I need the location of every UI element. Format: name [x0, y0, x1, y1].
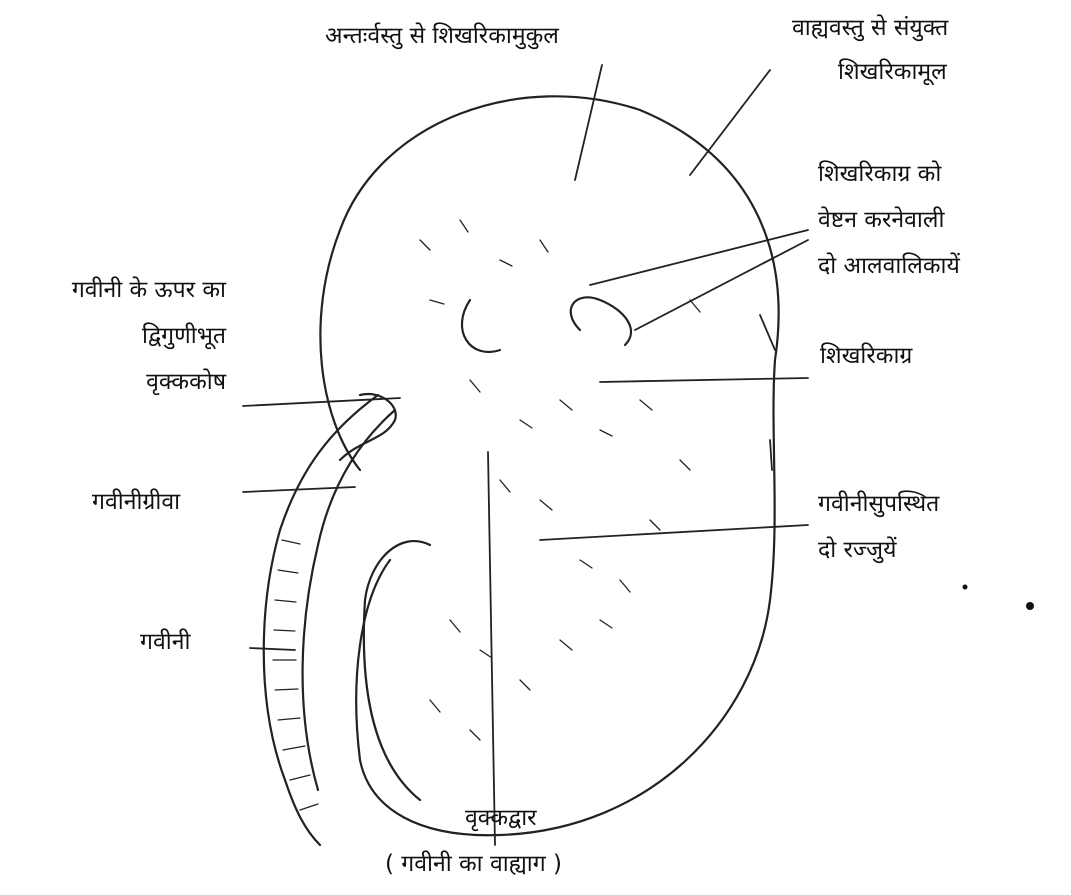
renal-sinus-outline — [364, 541, 430, 800]
label-right-3-line2: दो रज्जुयें — [818, 536, 896, 564]
right-tick-2 — [770, 440, 772, 470]
label-left-1-line1: गवीनी के ऊपर का — [10, 276, 226, 304]
ureter-inner — [303, 410, 395, 790]
leader-top-center — [575, 65, 602, 180]
leader-left-1 — [243, 398, 400, 406]
label-bottom-line1: वृक्कद्वार — [465, 804, 537, 832]
label-top-right-line2: शिखरिकामूल — [838, 58, 947, 86]
label-right-3-line1: गवीनीसुपस्थित — [818, 490, 939, 518]
label-right-1-line3: दो आलवालिकायें — [818, 252, 960, 280]
label-top-center: अन्तःर्वस्तु से शिखरिकामुकुल — [325, 22, 559, 50]
label-right-1-line2: वेष्टन करनेवाली — [818, 206, 944, 234]
papilla-loop-1 — [571, 297, 631, 345]
label-right-2: शिखरिकाग्र — [820, 342, 912, 370]
label-left-3: गवीनी — [140, 628, 190, 656]
ink-dot — [1026, 602, 1034, 610]
ureter-outer — [264, 395, 378, 845]
label-top-right-line1: वाह्यवस्तु से संयुक्त — [792, 14, 948, 42]
right-tick-1 — [760, 315, 775, 350]
leader-top-right — [690, 70, 770, 175]
label-left-1-line3: वृक्ककोष — [10, 368, 226, 396]
label-bottom-line2: ( गवीनी का वाह्याग ) — [385, 850, 562, 878]
leader-bottom — [488, 452, 495, 845]
papilla-loop-2 — [462, 300, 500, 352]
label-left-2: गवीनीग्रीवा — [92, 488, 180, 516]
leader-left-2 — [243, 487, 355, 492]
leader-right-3 — [540, 525, 808, 540]
label-left-1-line2: द्विगुणीभूत — [10, 322, 226, 350]
label-right-1-line1: शिखरिकाग्र को — [818, 160, 941, 188]
leader-right-2 — [600, 378, 808, 382]
leader-left-3 — [250, 648, 295, 650]
kidney-outline — [320, 96, 778, 835]
leader-right-1b — [635, 240, 808, 330]
ink-dot-small — [963, 585, 968, 590]
